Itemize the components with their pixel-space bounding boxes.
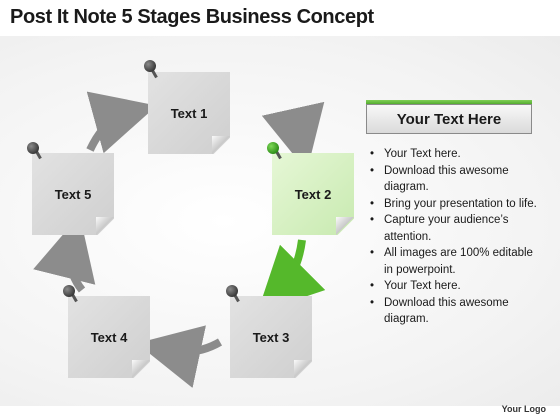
note-2-label: Text 2 — [294, 186, 332, 202]
list-item: Capture your audience’s attention. — [368, 212, 538, 245]
heading-accent-bar — [366, 100, 532, 106]
list-item: All images are 100% editable in powerpoi… — [368, 245, 538, 278]
note-5-label: Text 5 — [54, 186, 92, 202]
arrow-5-to-1 — [86, 91, 157, 154]
list-item: Download this awesome diagram. — [368, 295, 538, 328]
panel-heading: Your Text Here — [366, 104, 532, 134]
footer-logo-text: Your Logo — [501, 404, 546, 414]
pin-icon — [226, 285, 238, 297]
list-item: Bring your presentation to life. — [368, 196, 538, 213]
arrow-2-to-3 — [257, 239, 326, 313]
arrow-3-to-4 — [136, 325, 223, 388]
note-3-label: Text 3 — [252, 329, 290, 345]
pin-icon — [144, 60, 156, 72]
page-title: Post It Note 5 Stages Business Concept — [10, 6, 374, 28]
pin-icon — [63, 285, 75, 297]
list-item: Your Text here. — [368, 146, 538, 163]
pin-icon — [267, 142, 279, 154]
note-4-label: Text 4 — [90, 329, 128, 345]
pin-icon — [27, 142, 39, 154]
note-1-label: Text 1 — [170, 105, 208, 121]
arrow-1-to-2 — [261, 101, 325, 172]
arrow-4-to-5 — [33, 214, 96, 293]
list-item: Your Text here. — [368, 278, 538, 295]
list-item: Download this awesome diagram. — [368, 163, 538, 196]
bullet-list: Your Text here. Download this awesome di… — [368, 146, 538, 328]
